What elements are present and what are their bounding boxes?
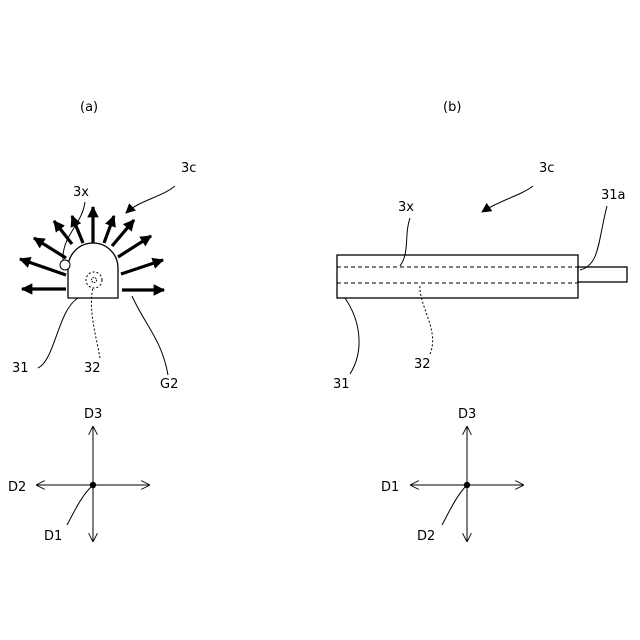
ref-label-3x-a: 3x	[73, 185, 89, 200]
axis-label-D3-b: D3	[458, 407, 476, 422]
panel-b-label: (b)	[443, 100, 461, 115]
ref-label-3c-a: 3c	[181, 161, 196, 176]
light-guide-extension-31a	[578, 267, 627, 282]
axis-label-D1-b: D1	[381, 480, 399, 495]
axis-origin-dot-b	[464, 482, 470, 488]
ref-label-31-b: 31	[333, 377, 350, 392]
ref-label-32-a: 32	[84, 361, 101, 376]
light-guide-side	[337, 255, 578, 298]
leader-31-a	[38, 298, 78, 368]
axis-label-D2-b: D2	[417, 529, 435, 544]
panel-a: (a) 3c 3x 31 32 G2	[8, 100, 196, 544]
ref-label-3x-b: 3x	[398, 200, 414, 215]
leader-3c-a	[126, 186, 175, 213]
leader-31-b	[345, 298, 359, 374]
axis-label-D2-a: D2	[8, 480, 26, 495]
axis-label-D1-a: D1	[44, 529, 62, 544]
ray-arrow-upper-left-2	[54, 221, 72, 244]
leader-3c-b	[482, 186, 533, 212]
axis-origin-dot-a	[90, 482, 96, 488]
ray-arrow-upper-left-1	[34, 238, 66, 258]
small-circle-3x	[60, 260, 70, 270]
ray-arrow-right-upper	[121, 260, 163, 274]
ref-label-G2: G2	[160, 377, 178, 392]
leader-D2-b	[442, 485, 467, 525]
ref-label-3c-b: 3c	[539, 161, 554, 176]
ray-arrow-upper-right-1	[104, 216, 114, 243]
ray-arrow-left-upper	[20, 259, 66, 275]
leader-G2	[132, 296, 168, 375]
ray-arrow-upper-left-3	[72, 216, 83, 243]
ray-arrow-upper-right-2	[112, 220, 134, 246]
panel-b: (b) 3c 31a 3x 31 32 D3 D1 D2	[333, 100, 627, 544]
leader-31a	[580, 206, 607, 270]
panel-a-label: (a)	[80, 100, 98, 115]
ref-label-32-b: 32	[414, 357, 431, 372]
ref-label-31a: 31a	[601, 188, 626, 203]
ref-label-31-a: 31	[12, 361, 29, 376]
light-guide-cross-section	[68, 243, 118, 298]
leader-D1-a	[67, 485, 93, 525]
axis-label-D3-a: D3	[84, 407, 102, 422]
ray-arrow-upper-right-3	[118, 236, 151, 257]
